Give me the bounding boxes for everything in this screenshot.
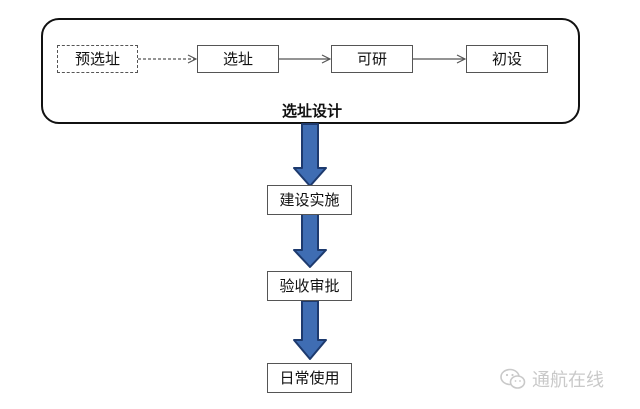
stage-site-selection: 选址 — [197, 45, 279, 73]
group-title: 选址设计 — [281, 102, 342, 120]
flow-arrow-3 — [293, 300, 327, 360]
stage-feasibility-study: 可研 — [331, 45, 413, 73]
flow-arrow-2 — [293, 212, 327, 268]
stage-preliminary-design: 初设 — [466, 45, 548, 73]
wechat-icon — [500, 368, 526, 389]
stage-pre-site-selection: 预选址 — [57, 45, 138, 73]
phase-daily-use: 日常使用 — [267, 363, 352, 393]
phase-acceptance-approval: 验收审批 — [267, 271, 352, 301]
watermark: 通航在线 — [500, 364, 604, 394]
phase-construction: 建设实施 — [267, 185, 352, 215]
watermark-text: 通航在线 — [532, 370, 604, 391]
flow-arrow-1 — [293, 123, 327, 187]
